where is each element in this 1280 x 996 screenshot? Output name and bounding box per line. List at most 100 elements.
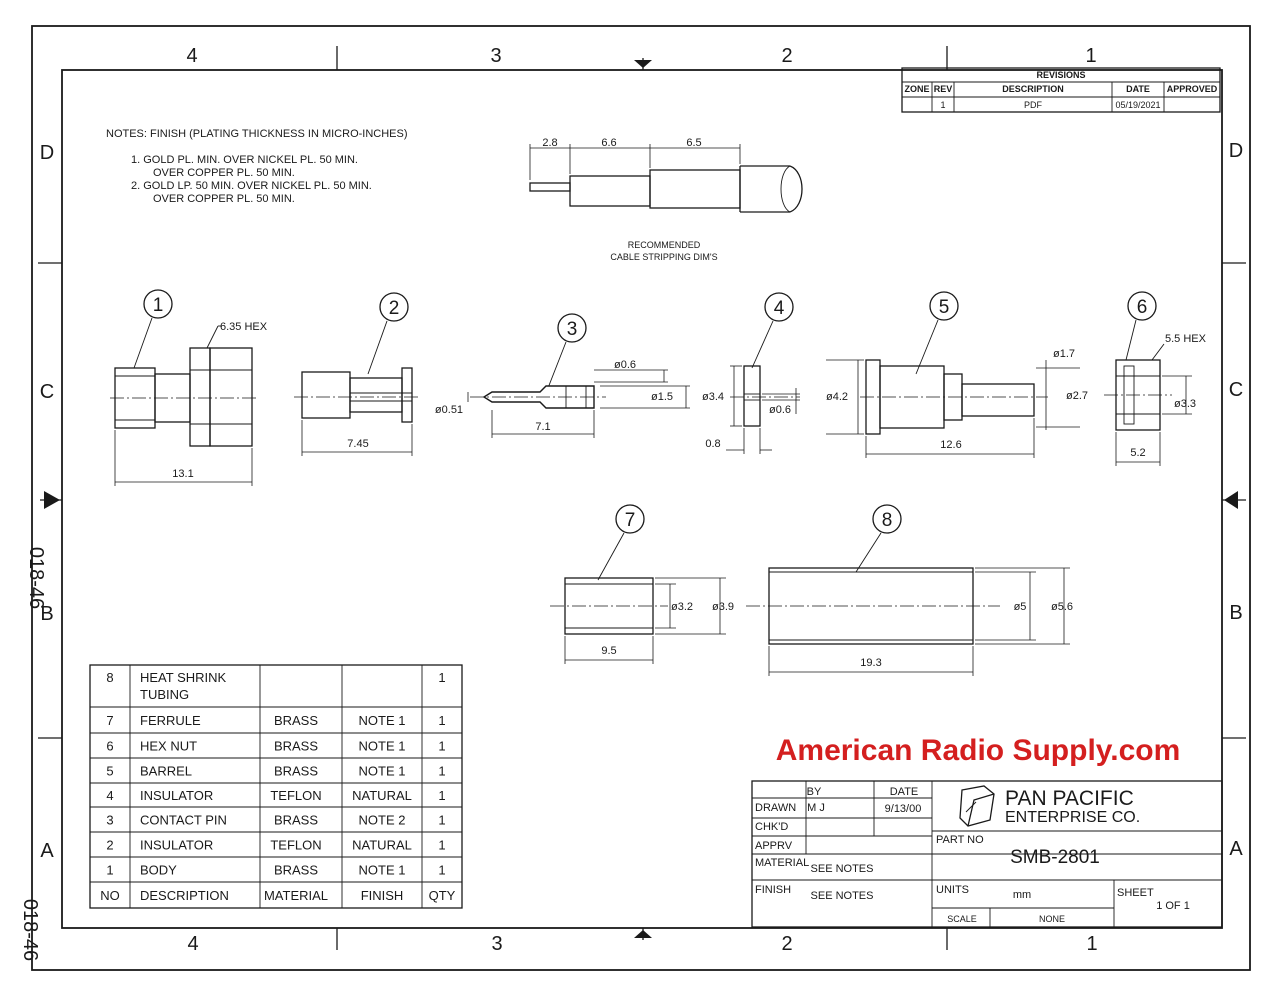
cable-stripping-diagram: 2.8 6.6 6.5 RECOMMENDED CABLE STRIPPING … (529, 137, 803, 262)
part-5-balloon: 5 (939, 297, 950, 318)
bom-desc-cell: BODY (140, 863, 177, 878)
tb-sheet: 1 OF 1 (1156, 900, 1190, 912)
part-6-hex: 5.5 HEX (1165, 333, 1207, 345)
part-4-d-out: ø3.4 (702, 391, 724, 403)
bom-material-cell: TEFLON (270, 788, 321, 803)
bom-material-cell: BRASS (274, 863, 318, 878)
bom-no-cell: 7 (106, 713, 113, 728)
bom-finish-cell: NATURAL (352, 838, 412, 853)
strip-caption-1: RECOMMENDED (628, 240, 701, 250)
tb-date-label: DATE (890, 786, 919, 798)
bom-desc-cell: TUBING (140, 687, 189, 702)
tb-finish-value: SEE NOTES (811, 890, 874, 902)
strip-dim-1: 2.8 (542, 137, 557, 149)
part-8-heat-shrink: 8 ø5 ø5.6 19.3 (746, 504, 1073, 676)
rev-row-date: 05/19/2021 (1115, 100, 1160, 110)
part-3-balloon: 3 (567, 319, 578, 340)
bom-no-cell: 5 (106, 764, 113, 779)
notes-line-1: 1. GOLD PL. MIN. OVER NICKEL PL. 50 MIN. (131, 154, 358, 166)
bom-header-qty: QTY (429, 888, 456, 903)
part-6-d: ø3.3 (1174, 398, 1196, 410)
tb-units-label: UNITS (936, 884, 969, 896)
part-5-length: 12.6 (940, 439, 961, 451)
part-5-d-knurl: ø2.7 (1066, 390, 1088, 402)
part-8-d-in: ø5 (1014, 601, 1027, 613)
part-7-length: 9.5 (601, 645, 616, 657)
part-4-insulator: 4 ø3.4 ø0.6 0.8 (702, 292, 800, 454)
tb-drawn-label: DRAWN (755, 802, 796, 814)
part-7-d-out: ø3.9 (712, 601, 734, 613)
part-1-balloon: 1 (153, 295, 164, 316)
part-5-barrel: 5 ø4.2 ø1.7 ø2.7 12.6 (826, 291, 1088, 458)
bom-desc-cell: HEAT SHRINK (140, 670, 227, 685)
notes-line-4: OVER COPPER PL. 50 MIN. (153, 193, 295, 205)
tb-chkd-label: CHK'D (755, 821, 788, 833)
part-6-balloon: 6 (1137, 297, 1148, 318)
bom-desc-cell: BARREL (140, 764, 192, 779)
bom-qty-cell: 1 (438, 838, 445, 853)
title-block: BY DATE DRAWN M J 9/13/00 CHK'D APPRV MA… (751, 780, 1223, 928)
bom-material-cell: TEFLON (270, 838, 321, 853)
bom-finish-cell: NATURAL (352, 788, 412, 803)
zone-right-d: D (1229, 140, 1243, 162)
zone-top-3: 3 (490, 45, 501, 67)
rev-header-approved: APPROVED (1167, 84, 1218, 94)
tb-scale: NONE (1039, 914, 1065, 924)
bom-material-cell: BRASS (274, 713, 318, 728)
rev-header-description: DESCRIPTION (1002, 84, 1064, 94)
rev-row-rev: 1 (940, 100, 945, 110)
tb-part-no: SMB-2801 (1010, 847, 1100, 868)
zone-right-c: C (1229, 379, 1243, 401)
zone-bottom-4: 4 (187, 933, 198, 955)
bom-no-cell: 8 (106, 670, 113, 685)
part-4-d-in: ø0.6 (769, 404, 791, 416)
part-2-balloon: 2 (389, 298, 400, 319)
zone-left-d: D (40, 142, 54, 164)
bom-qty-cell: 1 (438, 863, 445, 878)
bom-qty-cell: 1 (438, 813, 445, 828)
zone-right-a: A (1229, 838, 1243, 860)
watermark-text: American Radio Supply.com (776, 734, 1181, 767)
tb-company-2: ENTERPRISE CO. (1005, 809, 1140, 826)
zone-top-2: 2 (781, 45, 792, 67)
tb-scale-label: SCALE (947, 914, 977, 924)
tb-drawn-date: 9/13/00 (885, 803, 922, 815)
zone-labels: 4 3 2 1 4 3 2 1 D C B A D C B A 018-46 0… (19, 45, 1243, 961)
side-code-upper: 018-46 (25, 547, 47, 609)
bom-desc-cell: INSULATOR (140, 788, 213, 803)
side-code-lower: 018-46 (19, 899, 41, 961)
part-1-hex: 6.35 HEX (220, 321, 268, 333)
bom-qty-cell: 1 (438, 764, 445, 779)
bom-finish-cell: NOTE 1 (359, 863, 406, 878)
zone-bottom-2: 2 (781, 933, 792, 955)
rev-header-date: DATE (1126, 84, 1150, 94)
bom-no-cell: 3 (106, 813, 113, 828)
part-7-d-in: ø3.2 (671, 601, 693, 613)
zone-left-b: B (40, 603, 53, 625)
bom-desc-cell: INSULATOR (140, 838, 213, 853)
notes-heading: NOTES: FINISH (PLATING THICKNESS IN MICR… (106, 128, 408, 140)
part-3-contact-pin: 3 ø0.51 ø0.6 ø1.5 7.1 (435, 313, 690, 438)
part-8-balloon: 8 (882, 510, 893, 531)
part-8-length: 19.3 (860, 657, 881, 669)
part-1-body: 1 6.35 HEX 13.1 (110, 289, 268, 486)
zone-bottom-3: 3 (491, 933, 502, 955)
bom-no-cell: 6 (106, 739, 113, 754)
bom-qty-cell: 1 (438, 739, 445, 754)
bom-header-desc: DESCRIPTION (140, 888, 229, 903)
rev-header-rev: REV (934, 84, 953, 94)
tb-material-value: SEE NOTES (811, 863, 874, 875)
zone-top-4: 4 (186, 45, 197, 67)
zone-right-b: B (1229, 602, 1242, 624)
bom-finish-cell: NOTE 1 (359, 764, 406, 779)
rev-row-description: PDF (1024, 100, 1043, 110)
bom-desc-cell: HEX NUT (140, 739, 197, 754)
bom-header-material: MATERIAL (264, 888, 328, 903)
bom-no-cell: 1 (106, 863, 113, 878)
bom-desc-cell: FERRULE (140, 713, 201, 728)
revisions-title: REVISIONS (1036, 70, 1085, 80)
tb-sheet-label: SHEET (1117, 887, 1154, 899)
zone-top-1: 1 (1085, 45, 1096, 67)
tb-part-no-label: PART NO (936, 834, 984, 846)
